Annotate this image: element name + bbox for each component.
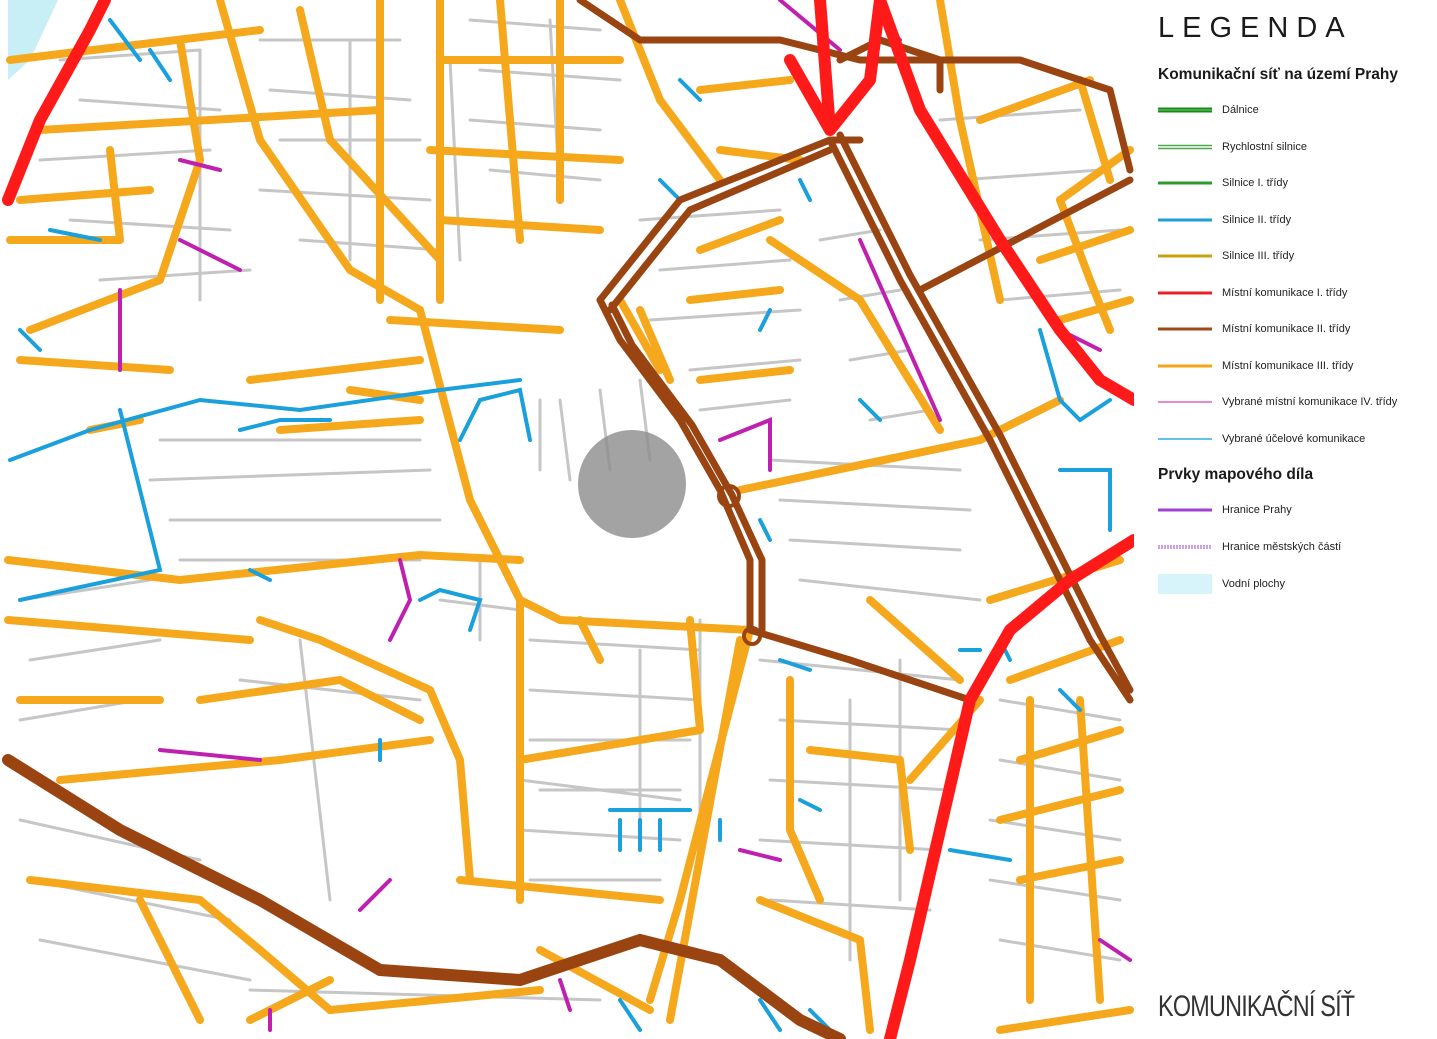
legend-item-hranice-prahy: Hranice Prahy <box>1158 500 1292 520</box>
legend-section-map-elements: Prvky mapového díla <box>1158 466 1314 483</box>
legend-item-silnice-i-tridy: Silnice I. třídy <box>1158 173 1288 193</box>
legend-item-rychlostni-silnice: Rychlostní silnice <box>1158 137 1307 157</box>
legend-item-label: Hranice městských částí <box>1222 541 1342 553</box>
legend-swatch-icon <box>1158 246 1212 266</box>
map-canvas[interactable] <box>0 0 1134 1039</box>
legend-swatch-icon <box>1158 392 1212 412</box>
legend-item-mistni-komunikace-iii-tridy: Místní komunikace III. třídy <box>1158 356 1353 376</box>
minor-roads-layer <box>18 18 1122 1002</box>
legend-swatch-icon <box>1158 429 1212 449</box>
roundabout-north <box>717 484 741 508</box>
purpose-roads-layer <box>8 18 1112 1032</box>
legend-swatch-icon <box>1158 210 1212 230</box>
legend-item-vybrane-mistni-komunikace-iv-tridy: Vybrané místní komunikace IV. třídy <box>1158 392 1397 412</box>
legend-swatch-icon <box>1158 537 1212 557</box>
roundabout-south <box>742 626 762 646</box>
legend-swatch-icon <box>1158 137 1212 157</box>
legend-item-label: Místní komunikace III. třídy <box>1222 359 1354 372</box>
road-network-map <box>2 0 1134 1039</box>
legend-title: LEGENDA <box>1158 12 1353 44</box>
legend-swatch-icon <box>1158 173 1212 193</box>
legend-swatch-icon <box>1158 500 1212 520</box>
map-legend: LEGENDA Komunikační síť na území Prahy D… <box>1134 0 1437 1039</box>
legend-item-silnice-iii-tridy: Silnice III. třídy <box>1158 246 1294 266</box>
river-water <box>8 0 58 80</box>
legend-item-mistni-komunikace-i-tridy: Místní komunikace I. třídy <box>1158 283 1347 303</box>
legend-item-label: Místní komunikace I. třídy <box>1222 286 1348 299</box>
local-roads-i-layer <box>2 0 1134 1039</box>
legend-item-label: Vybrané účelové komunikace <box>1222 432 1366 445</box>
legend-swatch-icon <box>1158 283 1212 303</box>
legend-section-network: Komunikační síť na území Prahy <box>1158 66 1398 83</box>
legend-item-hranice-mestskych-casti: Hranice městských částí <box>1158 537 1341 557</box>
legend-item-label: Vybrané místní komunikace IV. třídy <box>1222 396 1398 408</box>
legend-item-vybrane-ucelove-komunikace: Vybrané účelové komunikace <box>1158 429 1365 449</box>
legend-swatch-icon <box>1158 319 1212 339</box>
legend-item-label: Vodní plochy <box>1222 578 1285 590</box>
footer-title: KOMUNIKAČNÍ SÍŤ <box>1158 990 1355 1023</box>
legend-item-label: Rychlostní silnice <box>1222 140 1307 153</box>
legend-item-vodni-plochy: Vodní plochy <box>1158 574 1285 594</box>
legend-item-label: Silnice I. třídy <box>1222 177 1289 189</box>
legend-item-label: Dálnice <box>1222 104 1259 116</box>
legend-item-mistni-komunikace-ii-tridy: Místní komunikace II. třídy <box>1158 319 1350 339</box>
highway-ii-major-brown <box>2 754 846 1039</box>
local-roads-iii-layer <box>4 0 1134 1034</box>
legend-item-silnice-ii-tridy: Silnice II. třídy <box>1158 210 1291 230</box>
legend-item-dalnice: Dálnice <box>1158 100 1259 120</box>
legend-item-label: Místní komunikace II. třídy <box>1222 323 1351 335</box>
legend-item-label: Silnice II. třídy <box>1222 213 1292 226</box>
legend-item-label: Hranice Prahy <box>1222 504 1292 516</box>
legend-swatch-icon <box>1158 100 1212 120</box>
legend-swatch-icon <box>1158 356 1212 376</box>
legend-item-label: Silnice III. třídy <box>1222 250 1295 262</box>
highlighted-location[interactable] <box>578 430 686 538</box>
local-roads-iv-layer <box>118 0 1132 1032</box>
legend-swatch-icon <box>1158 574 1212 594</box>
local-roads-ii-layer <box>576 0 1134 704</box>
